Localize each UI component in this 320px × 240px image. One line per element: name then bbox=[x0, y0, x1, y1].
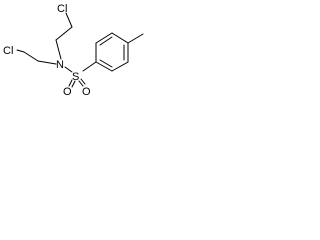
bond-ch2-ch2-top bbox=[55, 26, 73, 41]
ring-bond-5 bbox=[111, 61, 129, 72]
bond-s-o-right-a bbox=[78, 80, 84, 87]
bonds bbox=[16, 12, 144, 88]
ring-double-3 bbox=[99, 59, 113, 68]
bond-ring-methyl bbox=[127, 33, 144, 44]
bond-ch2-cl-left bbox=[16, 49, 25, 53]
atom-labels: Cl Cl N S O O bbox=[3, 3, 91, 97]
structure-canvas: Cl Cl N S O O bbox=[0, 0, 149, 97]
bond-ch2-ch2-left bbox=[23, 51, 39, 62]
bond-n-ch2-top bbox=[55, 39, 62, 60]
atom-cl-top: Cl bbox=[57, 3, 67, 15]
bond-ch2-cl-top bbox=[65, 12, 73, 28]
bond-s-o-left-a bbox=[68, 79, 73, 87]
atom-cl-left: Cl bbox=[3, 45, 13, 57]
ring-bond-3 bbox=[111, 32, 129, 44]
bond-n-s bbox=[64, 66, 73, 73]
bond-s-o-left-b bbox=[71, 80, 76, 88]
ring-double-1 bbox=[99, 36, 113, 46]
atom-o-left: O bbox=[63, 86, 72, 97]
bond-n-ch2-left bbox=[37, 60, 57, 65]
bond-s-o-right-b bbox=[80, 78, 86, 85]
molecule-drawing: Cl Cl N S O O bbox=[3, 3, 144, 97]
atom-s: S bbox=[72, 71, 79, 83]
ring-bond-2 bbox=[95, 32, 113, 44]
atom-n: N bbox=[56, 59, 64, 71]
ring-bond-6 bbox=[95, 61, 113, 72]
bond-s-ring bbox=[82, 61, 97, 72]
atom-o-right: O bbox=[82, 86, 91, 97]
